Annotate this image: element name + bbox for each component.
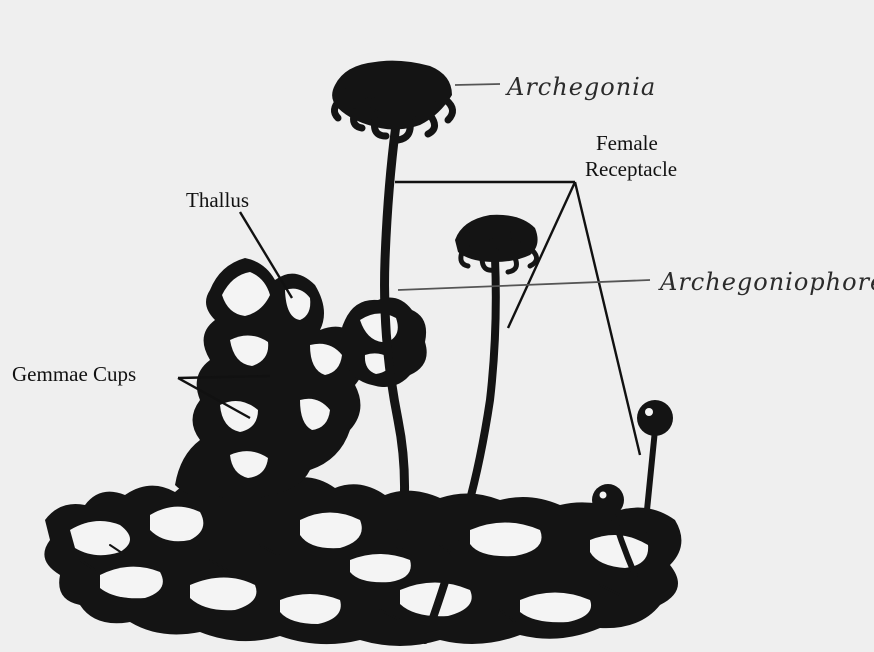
label-archegoniophore: Archegoniophore — [658, 268, 874, 296]
young-receptacle — [592, 484, 624, 516]
large-receptacle — [332, 61, 452, 140]
label-female-receptacle-line1: Female — [596, 131, 658, 155]
label-archegonia: Archegonia — [505, 73, 656, 101]
label-female-receptacle-line2: Receptacle — [585, 157, 677, 181]
label-gemmae-cups: Gemmae Cups — [12, 362, 136, 386]
young-receptacle — [637, 400, 673, 436]
label-thallus: Thallus — [186, 188, 249, 212]
thallus-base — [44, 476, 681, 646]
